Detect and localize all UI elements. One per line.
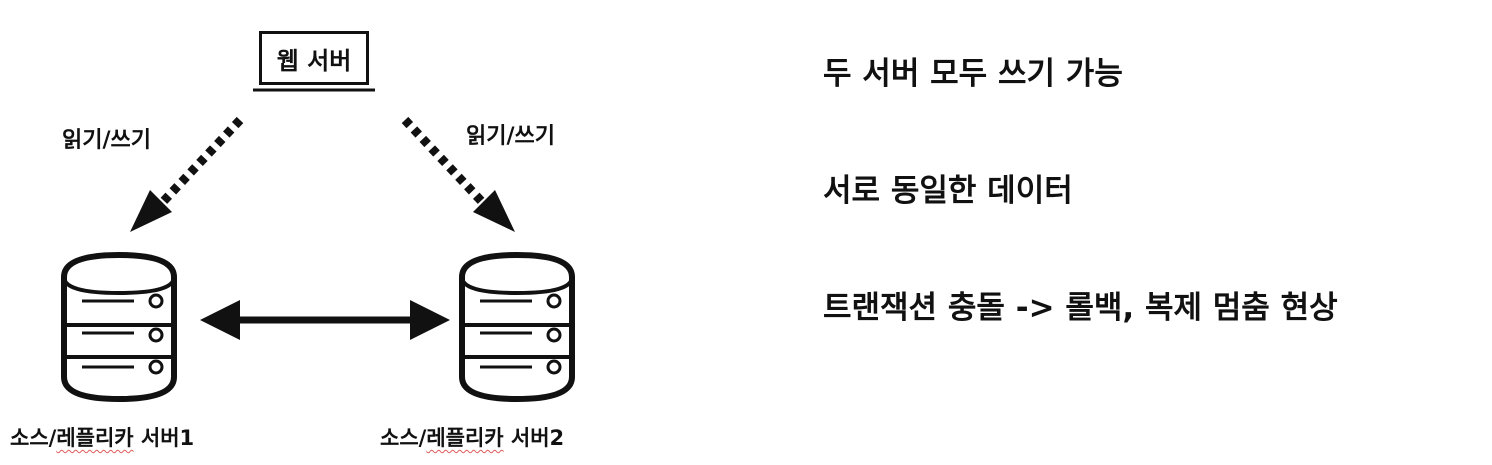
read-write-label-right: 읽기/쓰기 [466, 124, 555, 149]
server-2-label-prefix: 소스/ [380, 426, 427, 450]
web-server-box: 웹 서버 [259, 31, 369, 85]
server-1-label-prefix: 소스/ [10, 426, 57, 450]
read-write-label-left: 읽기/쓰기 [62, 128, 151, 153]
server-2-label-replica: 레플리카 [426, 426, 504, 450]
server-1-label-replica: 레플리카 [56, 426, 134, 450]
server-2-label: 소스/레플리카 서버2 [380, 422, 564, 452]
double-headed-arrow-icon [200, 300, 450, 340]
web-server-label: 웹 서버 [276, 46, 352, 75]
server-1-label: 소스/레플리카 서버1 [10, 422, 194, 452]
database-server-1-icon [61, 251, 177, 403]
fact-item: 트랜잭션 충돌 -> 롤백, 복제 멈춤 현상 [823, 290, 1338, 326]
replication-diagram [61, 88, 575, 403]
dotted-arrow-left-icon [130, 116, 244, 232]
dotted-arrow-right-icon [401, 116, 515, 232]
server-2-label-suffix: 서버2 [503, 426, 565, 450]
database-server-2-icon [459, 251, 575, 403]
fact-item: 두 서버 모두 쓰기 가능 [823, 56, 1123, 92]
server-1-label-suffix: 서버1 [133, 426, 195, 450]
fact-item: 서로 동일한 데이터 [823, 173, 1073, 209]
